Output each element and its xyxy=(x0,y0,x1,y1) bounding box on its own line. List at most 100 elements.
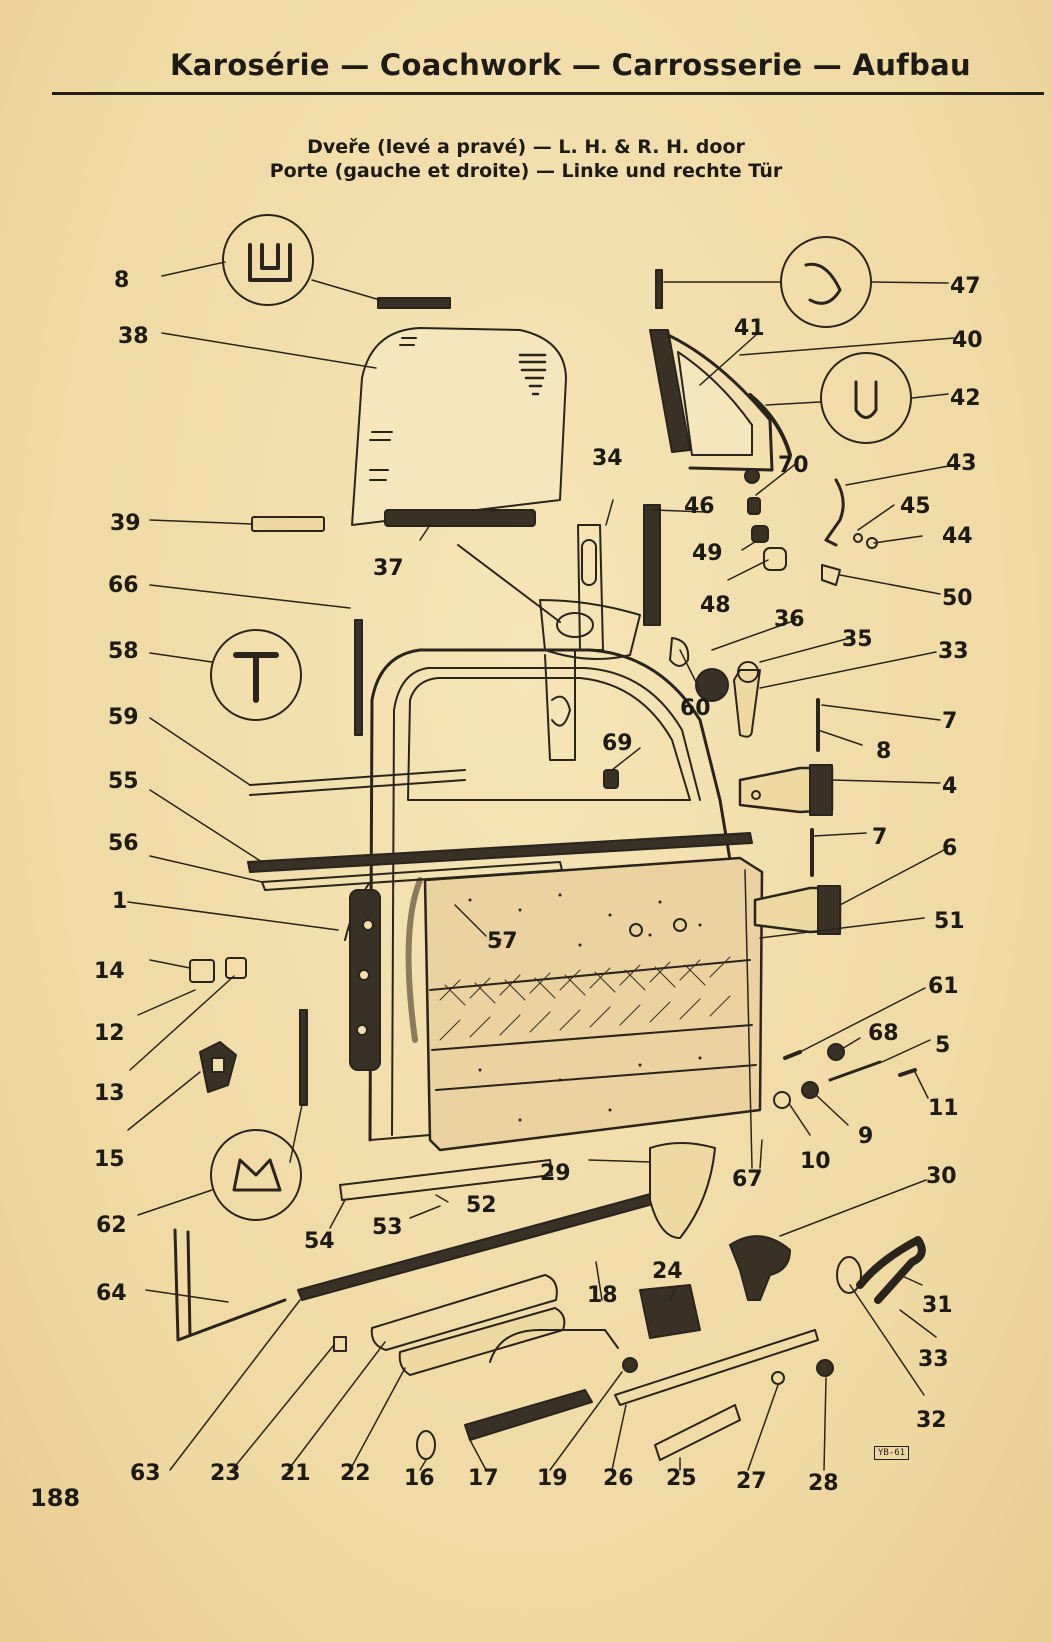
callout-9: 5 xyxy=(935,1033,950,1058)
callout-29: 29 xyxy=(540,1161,571,1186)
header-rule xyxy=(52,92,1044,95)
nut-10 xyxy=(801,1081,819,1099)
callout-58: 57 xyxy=(487,929,518,954)
profile-43-icon xyxy=(854,380,878,419)
seal-55 xyxy=(339,1159,553,1201)
weatherstrip-40 xyxy=(377,297,451,309)
detail-circle-63 xyxy=(210,1129,302,1221)
window-glass xyxy=(351,327,567,527)
clip-51 xyxy=(821,564,841,586)
callout-64: 63 xyxy=(130,1461,161,1486)
callout-47: 46 xyxy=(684,494,715,519)
callout-55: 54 xyxy=(304,1229,335,1254)
callout-36: 36 xyxy=(774,607,805,632)
callout-22: 22 xyxy=(340,1461,371,1486)
callout-67: 67 xyxy=(732,1167,763,1192)
clip-69 xyxy=(603,769,619,789)
callout-42: 41 xyxy=(734,316,765,341)
callout-56: 55 xyxy=(108,769,139,794)
ring-32 xyxy=(836,1256,862,1294)
callout-8: 8 xyxy=(876,739,891,764)
part-23 xyxy=(333,1336,347,1352)
lock-24 xyxy=(639,1284,701,1339)
callout-54: 53 xyxy=(372,1215,403,1240)
part-13 xyxy=(189,959,215,983)
bushing-50 xyxy=(751,525,769,543)
part-14 xyxy=(225,957,247,979)
callout-63: 62 xyxy=(96,1213,127,1238)
callout-1: 1 xyxy=(112,889,127,914)
callout-59: 58 xyxy=(108,639,139,664)
screw-12 xyxy=(898,1068,917,1077)
callout-4: 4 xyxy=(942,774,957,799)
callout-19: 18 xyxy=(587,1283,618,1308)
callout-23: 23 xyxy=(210,1461,241,1486)
callout-51: 50 xyxy=(942,586,973,611)
callout-68: 68 xyxy=(868,1021,899,1046)
clip-70 xyxy=(747,497,761,515)
profile-48-icon xyxy=(804,262,842,305)
grommet-68 xyxy=(827,1043,845,1061)
page-number: 188 xyxy=(30,1484,81,1512)
detail-circle-48 xyxy=(780,236,872,328)
screw-46 xyxy=(853,533,863,543)
bracket-29 xyxy=(649,1142,716,1239)
callout-45: 44 xyxy=(942,524,973,549)
window-regulator xyxy=(457,524,641,761)
callout-12: 11 xyxy=(928,1096,959,1121)
knob-28 xyxy=(816,1359,834,1377)
subtitle-line-1: Dveře (levé a pravé) — L. H. & R. H. doo… xyxy=(307,136,745,158)
felt-strip-39 xyxy=(251,516,325,532)
callout-60: 59 xyxy=(108,705,139,730)
profile-40-icon xyxy=(248,243,292,282)
callout-33: 33 xyxy=(938,639,969,664)
escutcheon-30 xyxy=(729,1235,791,1301)
part-62 xyxy=(783,1050,802,1060)
callout-35: 35 xyxy=(842,627,873,652)
detail-circle-40 xyxy=(222,214,314,306)
callout-32: 32 xyxy=(916,1408,947,1433)
seal-65 xyxy=(173,1228,287,1342)
callout-50: 49 xyxy=(692,541,723,566)
remote-25 xyxy=(654,1404,741,1461)
callout-44: 43 xyxy=(946,451,977,476)
callout-52: 51 xyxy=(934,909,965,934)
window-weatherstrips xyxy=(247,619,753,891)
callout-20: 19 xyxy=(537,1466,568,1491)
callout-40: 8 xyxy=(114,268,129,293)
door-trim-panel xyxy=(405,856,764,1152)
bolt-9 xyxy=(828,1060,882,1082)
callout-43: 42 xyxy=(950,386,981,411)
callout-13: 12 xyxy=(94,1021,125,1046)
callout-66: 66 xyxy=(108,573,139,598)
callout-21: 21 xyxy=(280,1461,311,1486)
rod-26 xyxy=(614,1329,819,1406)
callout-10: 9 xyxy=(858,1124,873,1149)
bushing-49 xyxy=(763,547,787,571)
page-title: Karosérie — Coachwork — Carrosserie — Au… xyxy=(170,48,971,82)
callout-27: 27 xyxy=(736,1469,767,1494)
handle-31 xyxy=(856,1236,926,1304)
callout-41: 40 xyxy=(952,328,983,353)
figure-code: YB-61 xyxy=(874,1446,910,1460)
hinge-upper xyxy=(738,764,834,816)
profile-63-icon xyxy=(232,1158,282,1192)
callout-33b: 33 xyxy=(918,1347,949,1372)
subtitle-line-2: Porte (gauche et droite) — Linke und rec… xyxy=(269,160,783,182)
washer-11 xyxy=(773,1091,791,1109)
detail-circle-43 xyxy=(820,352,912,444)
callout-37: 37 xyxy=(373,556,404,581)
callout-26: 26 xyxy=(603,1466,634,1491)
seal-63 xyxy=(299,1009,308,1106)
callout-65: 64 xyxy=(96,1281,127,1306)
callout-30: 30 xyxy=(926,1164,957,1189)
part-44 xyxy=(824,478,845,547)
callout-31: 31 xyxy=(922,1293,953,1318)
callout-7: 7 xyxy=(942,709,957,734)
callout-25: 25 xyxy=(666,1466,697,1491)
callout-15: 14 xyxy=(94,959,125,984)
callout-14: 13 xyxy=(94,1081,125,1106)
callout-48: 47 xyxy=(950,274,981,299)
detail-circle-59 xyxy=(210,629,302,721)
callout-28: 28 xyxy=(808,1471,839,1496)
